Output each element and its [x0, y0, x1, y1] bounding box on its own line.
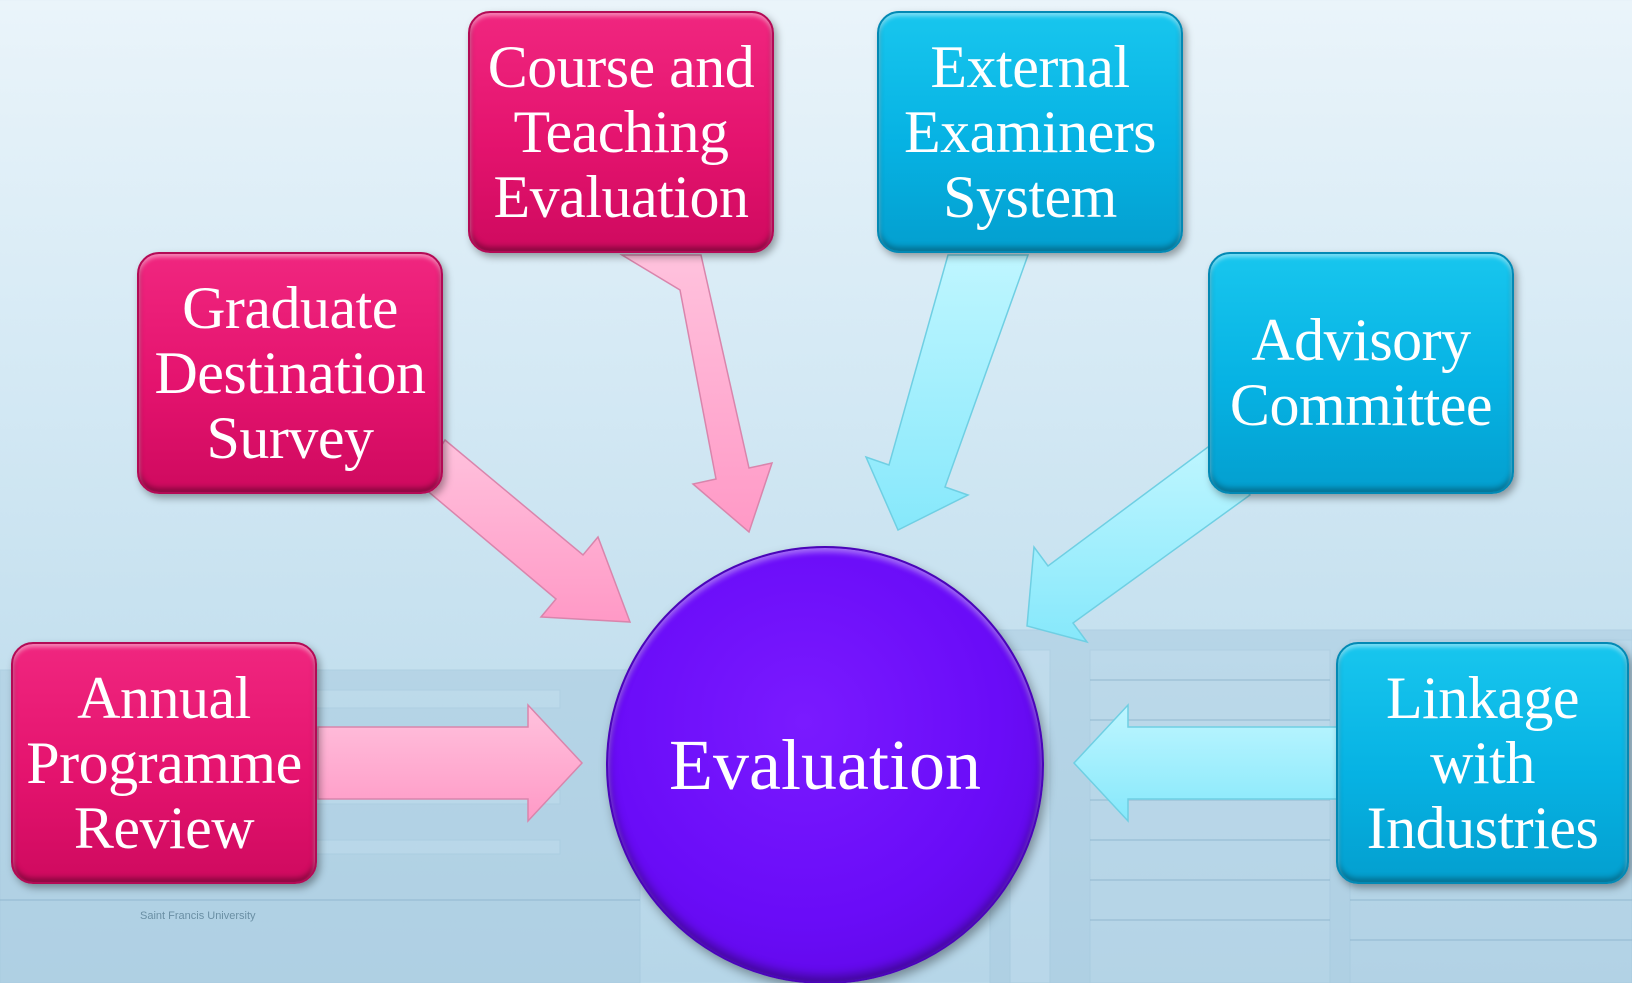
node-advisory-committee: Advisory Committee — [1208, 252, 1514, 494]
node-course-line-3: Evaluation — [493, 163, 749, 230]
center-evaluation-circle: Evaluation — [606, 546, 1044, 983]
node-linkage-with-industries: Linkage with Industries — [1336, 642, 1629, 884]
node-advisory-line-1: Advisory — [1251, 307, 1471, 373]
node-advisory-line-2: Committee — [1229, 372, 1493, 438]
node-annual-line-2: Programme — [26, 729, 302, 796]
node-graduate-line-3: Survey — [206, 404, 374, 471]
node-linkage-line-2: with — [1430, 729, 1535, 796]
node-graduate-destination-survey: Graduate Destination Survey — [137, 252, 443, 494]
node-external-line-1: External — [930, 33, 1130, 100]
node-annual-programme-review: Annual Programme Review — [11, 642, 317, 884]
node-external-line-3: System — [943, 163, 1117, 230]
node-annual-line-3: Review — [73, 794, 255, 861]
node-linkage-line-3: Industries — [1366, 794, 1599, 861]
node-external-line-2: Examiners — [903, 98, 1157, 165]
arrow-graduate — [417, 438, 632, 623]
node-annual-line-1: Annual — [77, 664, 251, 731]
arrow-course — [619, 254, 774, 534]
arrow-linkage — [1072, 703, 1339, 823]
node-course-teaching-evaluation: Course and Teaching Evaluation — [468, 11, 774, 253]
arrow-annual — [317, 703, 584, 823]
node-course-line-1: Course and — [487, 33, 755, 100]
arrow-external — [864, 254, 1030, 532]
building-caption: Saint Francis University — [140, 910, 256, 922]
node-linkage-line-1: Linkage — [1385, 664, 1580, 731]
node-graduate-line-2: Destination — [154, 339, 426, 406]
node-external-examiners-system: External Examiners System — [877, 11, 1183, 253]
center-evaluation-label: Evaluation — [669, 724, 981, 805]
node-graduate-line-1: Graduate — [182, 274, 398, 341]
arrow-advisory — [1026, 442, 1252, 644]
node-course-line-2: Teaching — [513, 98, 729, 165]
